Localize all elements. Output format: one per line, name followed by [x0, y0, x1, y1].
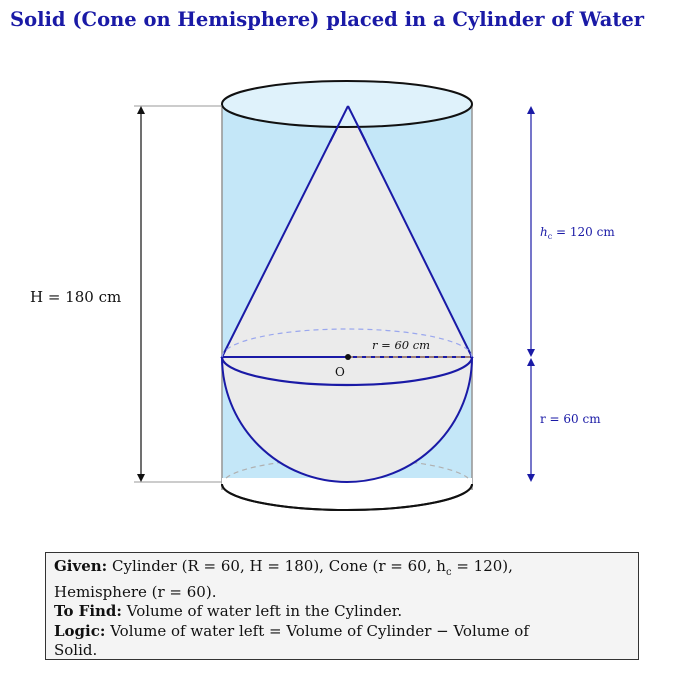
cylinder-bottom-arc	[221, 483, 473, 511]
center-label: O	[335, 365, 345, 379]
height-label: H = 180 cm	[30, 288, 121, 306]
hemisphere	[220, 356, 474, 483]
radius-dimension-label: r = 60 cm	[540, 412, 601, 426]
find-label: To Find:	[54, 602, 122, 620]
page-title: Solid (Cone on Hemisphere) placed in a C…	[10, 8, 645, 31]
logic-text: Volume of water left = Volume of Cylinde…	[110, 621, 529, 640]
logic-line: Logic: Volume of water left = Volume of …	[54, 622, 630, 642]
given-label: Given:	[54, 557, 108, 575]
given-text: Cylinder (R = 60, H = 180), Cone (r = 60…	[112, 557, 446, 575]
diagram: O r = 60 cm H = 180 cm hc = 120 cm r = 6…	[30, 80, 616, 511]
given-line-2: Hemisphere (r = 60).	[54, 582, 217, 601]
equator-front-arc	[220, 356, 474, 387]
cylinder-top	[221, 80, 473, 128]
center-point	[345, 354, 351, 360]
info-box: Given: Cylinder (R = 60, H = 180), Cone …	[45, 552, 639, 660]
find-line: To Find: Volume of water left in the Cyl…	[54, 602, 630, 622]
find-text: Volume of water left in the Cylinder.	[126, 602, 403, 620]
given-line: Given: Cylinder (R = 60, H = 180), Cone …	[54, 557, 513, 578]
logic-label: Logic:	[54, 621, 106, 640]
logic-line-2: Solid.	[54, 641, 98, 659]
inner-radius-label: r = 60 cm	[372, 338, 430, 352]
equator-back-arc	[221, 328, 473, 358]
cone-height-label: hc = 120 cm	[540, 225, 615, 241]
